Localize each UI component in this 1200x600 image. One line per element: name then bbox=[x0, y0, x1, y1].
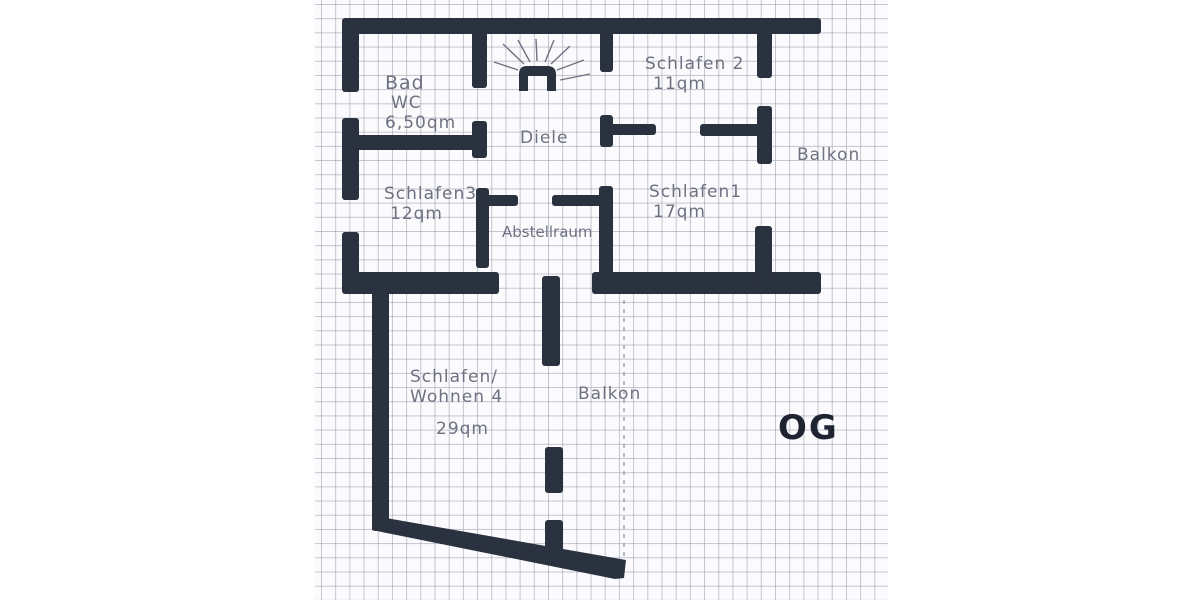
wall-abstell-top bbox=[552, 195, 602, 206]
diele-name: Diele bbox=[520, 128, 569, 148]
bad-sub: WC bbox=[391, 93, 422, 113]
wall-schlafen1-right bbox=[755, 226, 772, 282]
grid-paper bbox=[315, 0, 888, 600]
wall-stub-bath-right bbox=[472, 30, 487, 88]
wall-bath-right-lower bbox=[472, 121, 487, 158]
wall-bath-bottom bbox=[342, 135, 485, 150]
schlafen3-name: Schlafen3 bbox=[384, 184, 478, 204]
wall-middle-left bbox=[342, 272, 499, 294]
wall-bottom-slanted bbox=[372, 517, 626, 579]
wall-schlafen2-bottom-left bbox=[610, 124, 656, 135]
schlafen4-sub: Wohnen 4 bbox=[410, 387, 504, 407]
wall-bath-left bbox=[342, 24, 359, 92]
floor-label: OG bbox=[778, 408, 839, 448]
bad-name: Bad bbox=[385, 72, 425, 94]
room-label-balkon-right: Balkon bbox=[797, 145, 860, 165]
wall-schlafen3-door-stub bbox=[484, 195, 518, 206]
stair-symbol bbox=[519, 66, 556, 91]
divider-upper bbox=[542, 276, 560, 366]
stair-rays bbox=[493, 38, 591, 81]
wall-middle-right bbox=[592, 272, 821, 294]
room-label-schlafen4: Schlafen/ Wohnen 4 29qm bbox=[410, 367, 503, 439]
schlafen1-area: 17qm bbox=[653, 202, 706, 222]
wall-diele-right-stub bbox=[600, 115, 613, 147]
wall-left-long bbox=[372, 288, 389, 531]
schlafen4-name: Schlafen/ bbox=[410, 367, 498, 387]
divider-middle bbox=[545, 447, 563, 493]
schlafen3-area: 12qm bbox=[390, 204, 443, 224]
room-label-balkon-bottom: Balkon bbox=[578, 384, 641, 404]
balkon-right-name: Balkon bbox=[797, 145, 861, 165]
schlafen2-area: 11qm bbox=[653, 74, 706, 94]
divider-lower bbox=[545, 520, 563, 552]
room-label-schlafen1: Schlafen1 17qm bbox=[649, 182, 742, 222]
wall-schlafen2-right-lower bbox=[757, 106, 772, 164]
balkon-bottom-name: Balkon bbox=[578, 384, 642, 404]
schlafen2-name: Schlafen 2 bbox=[645, 54, 745, 74]
schlafen4-area: 29qm bbox=[436, 419, 489, 439]
wall-top bbox=[342, 18, 821, 34]
wall-stub-schlafen2-left bbox=[600, 30, 613, 72]
room-label-schlafen3: Schlafen3 12qm bbox=[384, 184, 477, 224]
wall-abstell-right bbox=[599, 186, 613, 281]
abstellraum-name: Abstellraum bbox=[502, 223, 593, 241]
wall-schlafen2-bottom-right bbox=[700, 124, 770, 136]
room-label-bad: Bad WC 6,50qm bbox=[385, 73, 456, 133]
wall-schlafen3-top-stub bbox=[476, 188, 489, 268]
bad-area: 6,50qm bbox=[385, 113, 457, 133]
wall-schlafen2-right-upper bbox=[757, 30, 772, 78]
room-label-abstellraum: Abstellraum bbox=[502, 222, 593, 242]
room-label-schlafen2: Schlafen 2 11qm bbox=[645, 54, 745, 94]
room-label-diele: Diele bbox=[520, 128, 568, 148]
schlafen1-name: Schlafen1 bbox=[649, 182, 743, 202]
wall-bath-left-lower bbox=[342, 118, 359, 200]
